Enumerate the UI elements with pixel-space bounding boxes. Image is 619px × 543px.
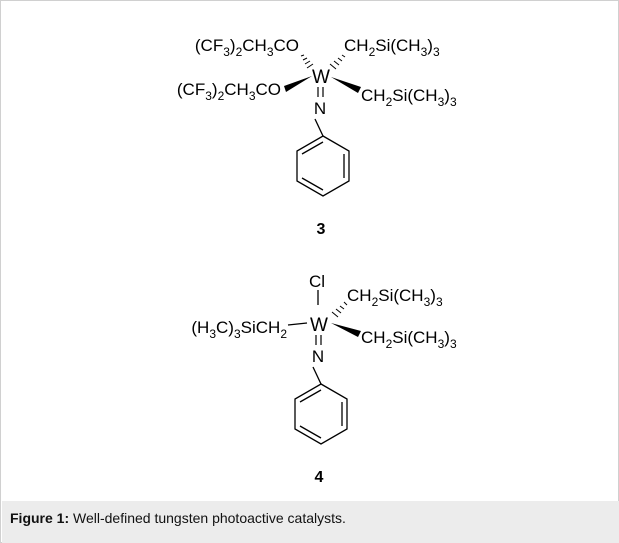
c4-compound-number: 4 [315,469,324,486]
c3-alkoxide-top-label: (CF3)2CH3CO [195,36,299,59]
c3-phenyl-ring [296,135,350,197]
c3-alkyl-top-label: CH2Si(CH3)3 [344,36,440,59]
c3-hashed-bond-left [300,54,314,69]
c3-tungsten-label: W [312,67,330,88]
c4-solid-bond-right [331,323,361,337]
c4-n-phenyl-bond [312,366,322,385]
figure-caption: Figure 1: Well-defined tungsten photoact… [2,501,619,543]
compound-4: Cl (H3C)3SiCH2 W CH2Si(CH3)3 CH2Si(CH3) [191,272,457,486]
c4-left-ligand-label: (H3C)3SiCH2 [191,318,287,341]
c4-alkyl-top-label: CH2Si(CH3)3 [347,286,443,309]
c3-compound-number: 3 [317,221,326,238]
c4-alkyl-bottom-label: CH2Si(CH3)3 [361,328,457,351]
c4-left-bond [287,322,308,326]
c4-hashed-bond-right [331,301,348,318]
c4-nitrogen-label: N [312,347,324,366]
c3-solid-bond-left [284,76,312,92]
c4-phenyl-ring [294,383,348,445]
caption-text: Well-defined tungsten photoactive cataly… [69,510,346,526]
caption-label: Figure 1: [10,510,70,526]
c3-n-phenyl-bond [314,118,324,137]
c3-hashed-bond-right [329,54,346,70]
chemical-scheme: (CF3)2CH3CO (CF3)2CH3CO CH2Si(CH3)3 CH2S… [177,36,457,486]
c4-tungsten-label: W [310,315,328,336]
c3-alkyl-bottom-label: CH2Si(CH3)3 [361,86,457,109]
c3-nitrogen-label: N [314,99,326,118]
c3-solid-bond-right [331,77,361,93]
compound-3: (CF3)2CH3CO (CF3)2CH3CO CH2Si(CH3)3 CH2S… [177,36,457,238]
c4-chloride-label: Cl [309,272,325,291]
c3-alkoxide-bottom-label: (CF3)2CH3CO [177,80,281,103]
